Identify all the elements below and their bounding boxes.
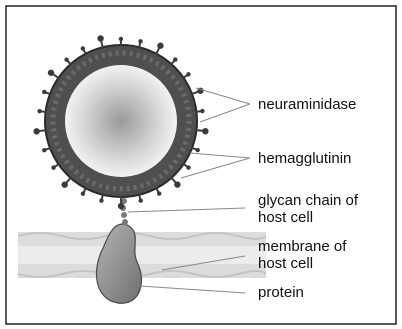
spike-head <box>157 191 161 195</box>
label-membrane-line2: host cell <box>258 256 313 272</box>
spike-head <box>42 90 46 94</box>
spike-head <box>51 165 55 169</box>
spike-head <box>42 148 46 152</box>
host-cell-membrane <box>18 232 266 278</box>
spike-head <box>138 39 142 43</box>
spike-head <box>61 181 67 187</box>
spike-head <box>118 203 124 209</box>
label-protein: protein <box>258 285 304 301</box>
label-glycan-line2: host cell <box>258 210 313 226</box>
label-membrane-line1: membrane of <box>258 239 346 255</box>
virus-core <box>65 65 177 177</box>
spike-head <box>33 128 39 134</box>
spike-head <box>157 43 163 49</box>
spike-head <box>138 198 142 202</box>
spike-head <box>99 198 103 202</box>
label-hemagglutinin: hemagglutinin <box>258 151 351 167</box>
spike-head <box>173 57 177 61</box>
spike-head <box>64 57 68 61</box>
spike-head <box>119 37 123 41</box>
label-neuraminidase: neuraminidase <box>258 97 356 113</box>
spike-head <box>81 46 85 50</box>
spike-head <box>195 148 199 152</box>
spike-head <box>186 165 190 169</box>
spike-head <box>37 109 41 113</box>
spike-head <box>186 72 190 76</box>
label-glycan-line1: glycan chain of <box>258 193 358 209</box>
spike-head <box>174 181 180 187</box>
spike-head <box>81 191 85 195</box>
spike-head <box>200 109 204 113</box>
spike-head <box>48 70 54 76</box>
spike-head <box>97 35 103 41</box>
spike-head <box>202 128 208 134</box>
virus-particle <box>33 35 208 209</box>
